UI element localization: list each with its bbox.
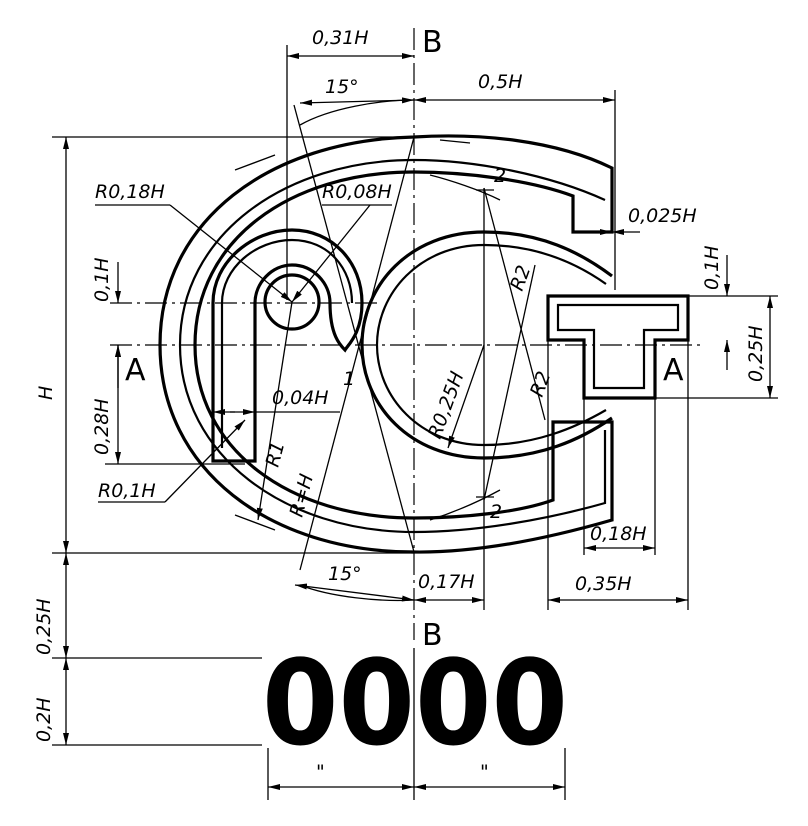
constr-arc-right bbox=[429, 174, 501, 201]
small-c-outline bbox=[360, 230, 613, 460]
leader-r01-b bbox=[164, 419, 246, 503]
label-035h: 0,35H bbox=[575, 573, 632, 595]
constr-tangent-2 bbox=[234, 514, 276, 531]
r-letter-inner bbox=[220, 238, 354, 448]
leader-r1 bbox=[256, 301, 293, 521]
label-r008h: R0,08H bbox=[322, 181, 392, 203]
label-point-1: 1 bbox=[343, 368, 355, 390]
dimension-labels: 0,31H B 15° 0,5H R0,18H R0,08H 2 0,025H … bbox=[33, 25, 767, 783]
constr-arc-top bbox=[299, 99, 415, 126]
label-031h: 0,31H bbox=[312, 27, 369, 49]
label-0025h: 0,025H bbox=[628, 205, 697, 227]
label-02h: 0,2H bbox=[33, 697, 55, 742]
label-b-top: B bbox=[422, 25, 443, 60]
label-ditto-left: " bbox=[316, 761, 325, 783]
t-letter-inner bbox=[556, 303, 680, 390]
constr-tangent-3 bbox=[439, 139, 471, 144]
label-r018h: R0,18H bbox=[95, 181, 165, 203]
label-025h-left: 0,25H bbox=[33, 598, 55, 655]
dim-15-top bbox=[299, 97, 415, 106]
r-letter-outline bbox=[211, 228, 364, 463]
label-05h: 0,5H bbox=[478, 71, 523, 93]
inner-c-outline bbox=[178, 158, 607, 534]
label-a-left: A bbox=[125, 353, 146, 388]
label-028h: 0,28H bbox=[91, 398, 113, 455]
dim-15-bottom bbox=[294, 583, 415, 602]
label-01h-left: 0,1H bbox=[91, 257, 113, 302]
label-r2-bottom: R2 bbox=[526, 368, 555, 399]
constr-tangent-1 bbox=[234, 154, 276, 171]
dimension-lines bbox=[52, 45, 778, 800]
label-r01h: R0,1H bbox=[98, 480, 156, 502]
label-004h: 0,04H bbox=[272, 387, 329, 409]
constr-arc-right-b bbox=[429, 489, 501, 521]
label-01h-right: 0,1H bbox=[701, 245, 723, 290]
label-017h: 0,17H bbox=[418, 571, 475, 593]
label-r1: R1 bbox=[262, 439, 290, 469]
constr-line-4 bbox=[483, 264, 536, 501]
label-h-total: H bbox=[35, 386, 57, 400]
label-ditto-right: " bbox=[480, 761, 489, 783]
number-sample: 0000 bbox=[262, 634, 568, 772]
label-b-bottom: B bbox=[422, 618, 443, 653]
small-c-inner bbox=[375, 243, 607, 447]
leader-r018-b bbox=[169, 204, 293, 303]
label-025h-right: 0,25H bbox=[745, 325, 767, 382]
axis-lines bbox=[110, 28, 700, 800]
label-15-bottom: 15° bbox=[328, 563, 362, 585]
leader-r025 bbox=[447, 344, 485, 449]
constr-line-1 bbox=[293, 104, 415, 553]
label-point-2-bottom: 2 bbox=[490, 501, 502, 523]
r-inner-circle bbox=[263, 273, 321, 331]
label-r025h: R0,25H bbox=[424, 369, 469, 442]
label-r-eq-h: R=H bbox=[286, 472, 318, 520]
constr-line-2 bbox=[299, 136, 415, 571]
emblem-outline bbox=[158, 134, 690, 554]
label-a-right: A bbox=[663, 353, 684, 388]
leader-r008-b bbox=[291, 204, 371, 303]
label-point-2-top: 2 bbox=[494, 165, 506, 187]
label-15-top: 15° bbox=[325, 76, 359, 98]
label-018h: 0,18H bbox=[590, 523, 647, 545]
constr-line-3 bbox=[483, 187, 546, 421]
